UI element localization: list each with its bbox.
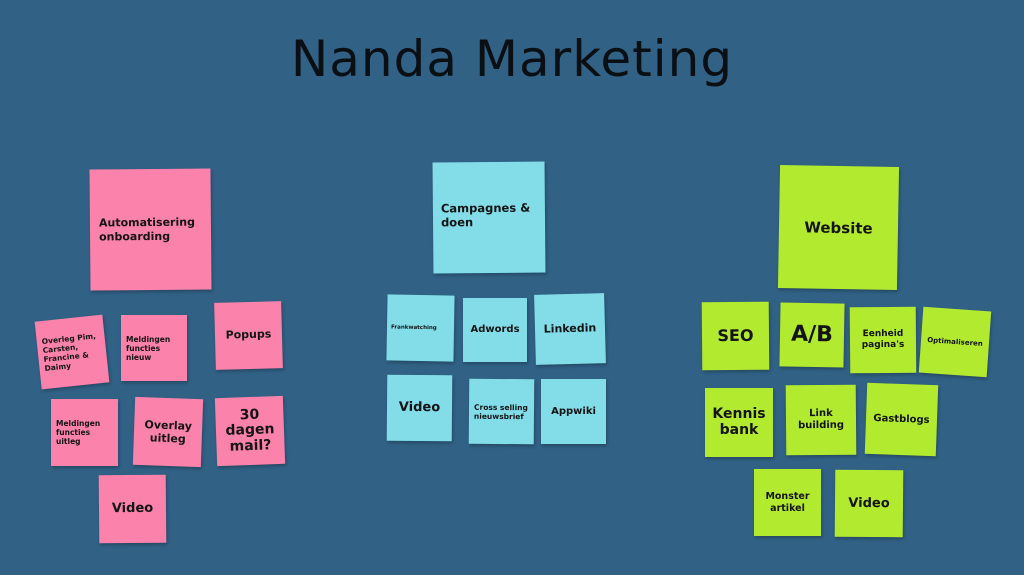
sticky-note-website[interactable]: Website <box>777 164 900 291</box>
sticky-note-overlay-uitleg[interactable]: Overlay uitleg <box>132 396 204 468</box>
sticky-note-appwiki[interactable]: Appwiki <box>541 379 606 444</box>
sticky-note-30-dagen-mail[interactable]: 30 dagen mail? <box>214 395 286 467</box>
sticky-note-meldingen-uitleg[interactable]: Meldingen functies uitleg <box>51 399 118 466</box>
sticky-note-video-lime[interactable]: Video <box>834 469 904 538</box>
sticky-note-frankwatching[interactable]: Frankwatching <box>386 294 455 362</box>
sticky-note-seo[interactable]: SEO <box>701 301 770 371</box>
sticky-note-monster-artikel[interactable]: Monster artikel <box>754 469 821 536</box>
sticky-note-ab[interactable]: A/B <box>779 302 845 368</box>
sticky-note-link-building[interactable]: Link building <box>785 384 857 456</box>
sticky-note-video-cyan[interactable]: Video <box>386 374 453 442</box>
sticky-note-adwords[interactable]: Adwords <box>463 298 527 362</box>
sticky-note-linkedin[interactable]: Linkedin <box>534 293 606 365</box>
sticky-note-automatisering-onboarding[interactable]: Automatisering onboarding <box>89 168 212 291</box>
sticky-note-kennis-bank[interactable]: Kennis bank <box>705 388 773 457</box>
sticky-note-gastblogs[interactable]: Gastblogs <box>864 382 939 457</box>
board-title: Nanda Marketing <box>290 30 734 88</box>
sticky-note-eenheid-paginas[interactable]: Eenheid pagina's <box>849 306 917 374</box>
sticky-note-cross-selling[interactable]: Cross selling nieuwsbrief <box>468 378 535 445</box>
sticky-note-campagnes-doen[interactable]: Campagnes & doen <box>432 161 546 274</box>
sticky-note-meldingen-nieuw[interactable]: Meldingen functies nieuw <box>121 315 187 381</box>
sticky-note-overleg[interactable]: Overleg Pim, Carsten, Francine & Daimy <box>34 314 110 390</box>
sticky-note-popups[interactable]: Popups <box>214 301 283 370</box>
sticky-note-video-pink[interactable]: Video <box>98 474 167 544</box>
sticky-note-optimaliseren[interactable]: Optimaliseren <box>918 306 992 378</box>
